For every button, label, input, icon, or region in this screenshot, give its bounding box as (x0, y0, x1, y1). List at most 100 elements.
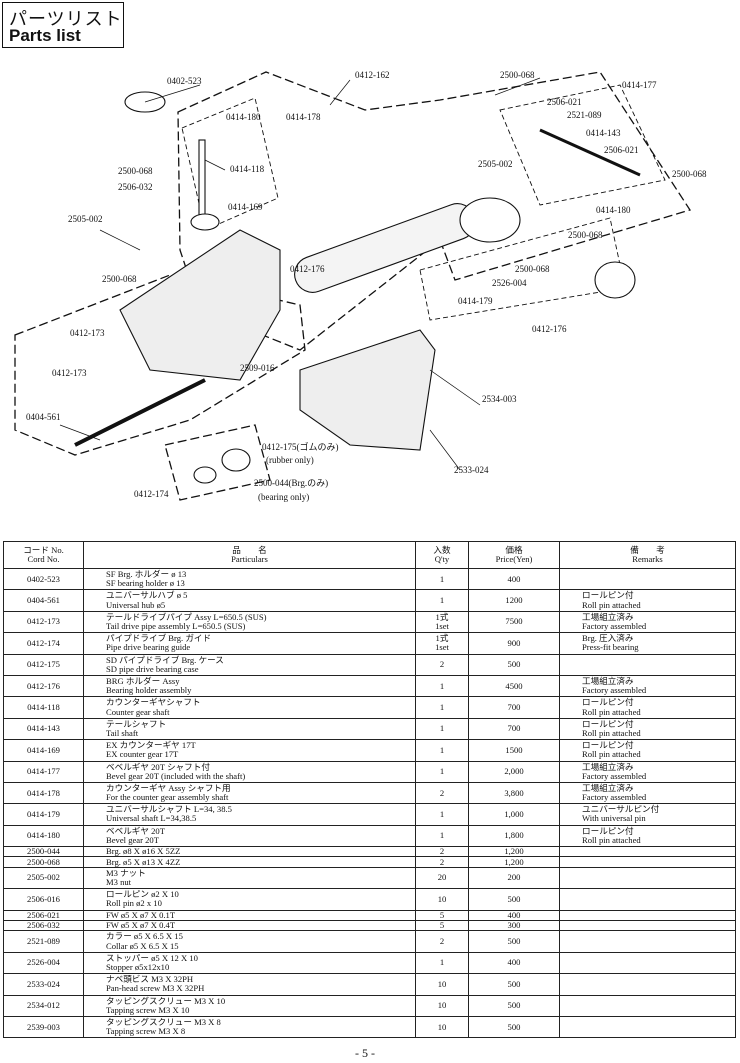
name-jp-text: ベベルギヤ 20T シャフト付 (106, 761, 210, 772)
label-2505-002: 2505-002 (68, 214, 103, 224)
qty-text: 10 (437, 1021, 447, 1032)
price-text: 500 (507, 893, 521, 904)
tail-drive-shaft (74, 378, 206, 447)
cell-qty: 10 (415, 888, 469, 911)
name-en-text: Pan-head screw M3 X 32PH (106, 983, 205, 994)
price-text: 3,800 (504, 787, 524, 798)
qty-text: 1 (439, 723, 445, 734)
cell-price: 500 (468, 1015, 560, 1039)
label-0414-178: 0414-178 (286, 112, 321, 122)
remarks-header-en: Remarks (632, 554, 663, 564)
code-text: 2500-044 (27, 846, 60, 857)
title-japanese: パーツリスト (9, 9, 123, 29)
leader-line (99, 229, 141, 251)
counter-gear-shaft (198, 139, 206, 221)
qty-unit-text: 1set (435, 620, 449, 631)
name-jp-text: SF Brg. ホルダー ø 13 (106, 568, 187, 579)
code-text: 2534-012 (27, 1000, 60, 1011)
cell-price: 1200 (468, 589, 560, 612)
label-2521-089: 2521-089 (567, 110, 602, 120)
cell-code: 0414-169 (3, 739, 84, 762)
name-en-text: Universal shaft L=34,38.5 (106, 813, 197, 824)
tail-shaft (539, 128, 641, 177)
code-text: 0404-561 (27, 594, 60, 605)
remarks-jp-text: 工場組立済み (582, 675, 634, 686)
code-text: 2506-021 (27, 910, 60, 920)
code-text: 2506-032 (27, 920, 60, 931)
cell-remarks (559, 973, 736, 996)
remarks-jp-text: 工場組立済み (582, 761, 634, 772)
cell-price: 7500 (468, 610, 560, 634)
cell-remarks (559, 856, 736, 868)
cell-code: 0414-178 (3, 781, 84, 805)
cell-remarks (559, 866, 736, 890)
part-labels: 0402-523 0412-162 2500-068 0414-177 2506… (26, 70, 707, 502)
cell-price: 700 (468, 717, 560, 741)
label-0414-143: 0414-143 (586, 128, 621, 138)
label-2505-002: 2505-002 (478, 159, 513, 169)
leader-line (429, 369, 481, 406)
qty-text: 1 (439, 573, 445, 584)
remarks-jp-text: ロールピン付 (582, 718, 634, 729)
leader-lines (59, 77, 541, 471)
qty-text: 1式 (435, 611, 449, 622)
code-text: 0412-175 (27, 659, 60, 670)
cell-code: 0414-143 (3, 717, 84, 741)
cell-qty: 1 (415, 951, 469, 975)
price-text: 500 (507, 1021, 521, 1032)
cell-price: 500 (468, 930, 560, 953)
cell-code: 2521-089 (3, 930, 84, 953)
cell-code: 0414-177 (3, 760, 84, 783)
qty-text: 1式 (435, 633, 449, 644)
code-text: 0414-179 (27, 808, 60, 819)
label-2534-003: 2534-003 (482, 394, 517, 404)
leader-line (144, 84, 201, 103)
cell-remarks (559, 994, 736, 1017)
cell-price: 400 (468, 567, 560, 591)
cell-code: 0402-523 (3, 567, 84, 591)
name-jp-text: Brg. ø8 X ø16 X 5ZZ (106, 846, 181, 857)
cell-remarks (559, 930, 736, 953)
leader-line (59, 424, 101, 441)
leader-line (329, 79, 351, 106)
qty-text: 1 (439, 766, 445, 777)
name-en-text: Universal hub ø5 (106, 599, 166, 610)
label-0412-176: 0412-176 (532, 324, 567, 334)
remarks-en-text: Roll pin attached (582, 706, 641, 717)
label-0404-561: 0404-561 (26, 412, 61, 422)
cell-price: 900 (468, 632, 560, 655)
name-en-text: Counter gear shaft (106, 706, 170, 717)
name-jp-text: EX カウンターギヤ 17T (106, 740, 196, 751)
price-header-en: Price(Yen) (495, 554, 533, 564)
cell-qty: 1 (415, 567, 469, 591)
remarks-jp-text: ロールピン付 (582, 697, 634, 708)
price-text: 300 (507, 920, 521, 931)
qty-text: 2 (439, 936, 445, 947)
cell-price: 1,800 (468, 824, 560, 848)
qty-text: 1 (439, 594, 445, 605)
name-en-text: SD pipe drive bearing case (106, 663, 199, 674)
label-2526-004: 2526-004 (492, 278, 527, 288)
cell-qty: 20 (415, 866, 469, 890)
label-2500-068: 2500-068 (568, 230, 603, 240)
label-rubber-only: (rubber only) (266, 455, 314, 465)
cell-particulars: Brg. ø5 X ø13 X 4ZZ (83, 856, 416, 868)
cell-code: 0414-180 (3, 824, 84, 848)
cell-price: 400 (468, 951, 560, 975)
